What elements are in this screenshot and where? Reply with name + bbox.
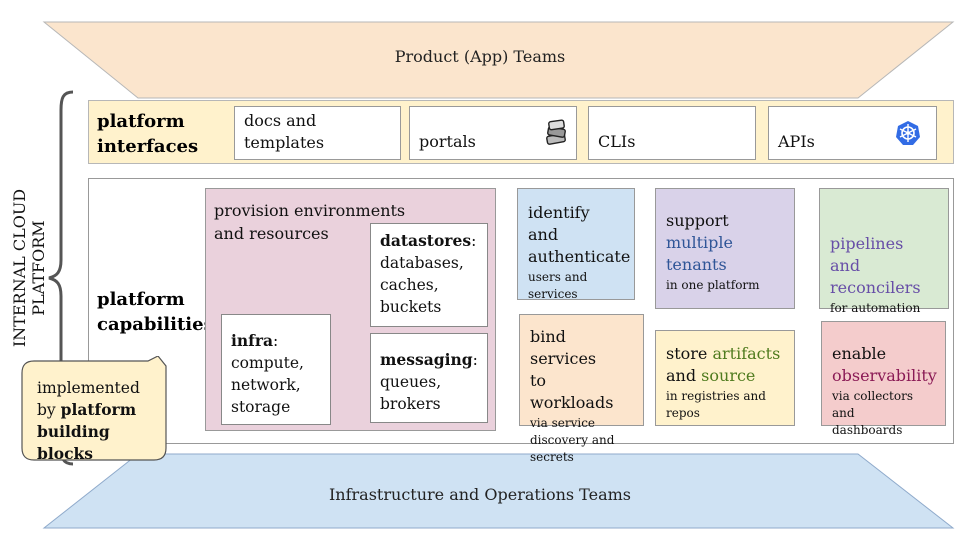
infra-ops-teams-shape bbox=[42, 453, 955, 529]
interface-docs-templates: docs and templates bbox=[234, 106, 401, 160]
platform-capabilities-title: platform capabilities bbox=[97, 289, 214, 335]
messaging-box: messaging: queues, brokers bbox=[370, 333, 488, 423]
enable-observability-box: enable observability via collectors and … bbox=[821, 321, 946, 437]
store-artifacts-box: store artifacts and source in registries… bbox=[655, 330, 795, 426]
platform-interfaces-title: platform interfaces bbox=[97, 111, 199, 157]
bind-services-box: bind services to workloads via service d… bbox=[519, 314, 644, 464]
multiple-tenants-box: support multiple tenants in one platform bbox=[655, 188, 795, 309]
infra-box: infra: compute, network, storage bbox=[221, 314, 331, 425]
datastores-box: datastores: databases, caches, buckets bbox=[370, 223, 488, 327]
building-blocks-callout bbox=[21, 356, 167, 461]
pipelines-reconcilers-box: pipelines and reconcilers for automation bbox=[819, 188, 949, 315]
interface-clis: CLIs bbox=[588, 106, 756, 160]
infra-ops-teams-band: Infrastructure and Operations Teams bbox=[0, 452, 960, 530]
product-teams-shape bbox=[42, 21, 955, 99]
product-teams-band: Product (App) Teams bbox=[0, 20, 960, 100]
interface-portals: portals bbox=[409, 106, 577, 160]
identify-authenticate-box: identify and authenticate users and serv… bbox=[517, 188, 635, 301]
provision-environments-label: provision environments and resources bbox=[214, 201, 406, 243]
interface-apis: APIs bbox=[768, 106, 937, 160]
kubernetes-icon bbox=[896, 121, 920, 145]
stack-icon bbox=[546, 119, 566, 145]
building-blocks-callout-text: implemented by platform building blocks bbox=[37, 379, 140, 463]
product-teams-label: Product (App) Teams bbox=[394, 47, 566, 66]
infra-ops-teams-label: Infrastructure and Operations Teams bbox=[328, 485, 631, 504]
